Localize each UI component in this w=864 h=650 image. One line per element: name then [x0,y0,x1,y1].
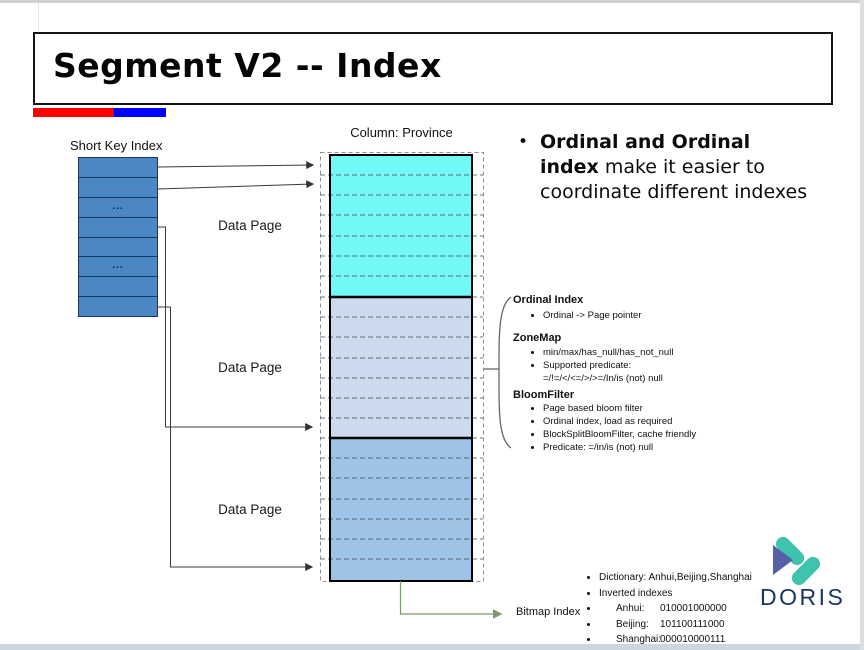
bitmap-details: Dictionary: Anhui,Beijing,Shanghai Inver… [585,570,795,648]
bullet-text-bold: Ordinal and Ordinal index [540,131,751,178]
annotation-item: Page based bloom filter [543,402,743,415]
stack-row-ellipsis: ... [79,257,157,278]
stack-row-ellipsis: ... [79,197,157,218]
index-annotations: Ordinal Index Ordinal -> Page pointer Zo… [513,294,743,454]
data-page-label-1: Data Page [218,218,282,233]
stack-row [79,177,157,198]
zonemap-title: ZoneMap [513,332,562,344]
column-outer-dashed-grid [320,152,484,582]
arrow-row8 [158,306,314,571]
bitmap-bits: 000010000111 [660,634,726,645]
annotation-item: Ordinal index, load as required [543,415,743,428]
accent-bar-red [33,108,114,117]
column-segment-datapage2 [330,297,472,438]
ordinal-index-items: Ordinal -> Page pointer [513,309,743,322]
bitmap-connector [399,581,503,619]
doris-logo-text: DORIS [760,584,846,610]
stack-row [79,158,157,178]
annotation-item: min/max/has_null/has_not_null [543,346,743,359]
bullet-text-rest: make it easier to coordinate different i… [540,156,808,203]
annotation-item: Supported predicate: =/!=/</<=/>/>=/In/i… [543,359,743,385]
annotations-brace [484,296,512,449]
right-edge-strip [860,0,864,650]
logo-ribbon-top [776,536,805,566]
bullet-marker: • [518,132,529,152]
bitmap-entry: Shanghai:000010000111 [599,632,795,648]
ordinal-index-title: Ordinal Index [513,294,584,306]
accent-bar-blue [114,108,166,117]
annotation-item: Ordinal -> Page pointer [543,309,743,322]
short-key-index-label: Short Key Index [70,138,163,153]
arrow-row2 [157,180,315,190]
short-key-index-stack: ... ... [78,157,158,317]
data-page-label-2: Data Page [218,360,282,375]
bitmap-bits: 010001000000 [660,603,727,614]
annotation-item: Predicate: =/in/is (not) null [543,441,743,454]
column-row-separators [320,174,483,560]
arrow-row1 [157,161,315,170]
column-header-label: Column: Province [350,125,453,140]
doris-logo-icon [773,536,821,585]
bloomfilter-items: Page based bloom filter Ordinal index, l… [513,402,743,454]
bitmap-entry: Anhui:010001000000 [599,601,795,617]
logo-triangle [773,545,793,575]
title-box [33,32,833,105]
stack-row [79,217,157,238]
zonemap-items: min/max/has_null/has_not_null Supported … [513,346,743,385]
page-title: Segment V2 -- Index [53,46,442,85]
stack-row [79,297,157,316]
bitmap-bullet: Inverted indexes [599,586,795,602]
bloomfilter-title: BloomFilter [513,389,575,401]
stack-row [79,237,157,258]
logo-ribbon-bottom [791,556,821,585]
bottom-edge-strip [0,644,864,650]
column-border [329,154,473,582]
margin-guide-line [38,3,39,31]
bitmap-bullet: Dictionary: Anhui,Beijing,Shanghai [599,570,795,586]
column-segment-datapage1 [330,155,472,297]
bitmap-bits: 101100111000 [660,618,725,630]
column-segment-datapage3 [330,438,472,581]
annotation-item: BlockSplitBloomFilter, cache friendly [543,428,743,441]
main-bullet: • Ordinal and Ordinal index make it easi… [512,130,812,205]
data-page-label-3: Data Page [218,502,282,517]
arrow-row4 [158,226,314,431]
stack-row [79,277,157,298]
bitmap-index-label: Bitmap Index [516,606,581,618]
bullet-text: Ordinal and Ordinal index make it easier… [540,130,812,205]
bitmap-entry: Beijing:101100111000 [599,617,795,633]
top-edge-strip [0,0,864,3]
